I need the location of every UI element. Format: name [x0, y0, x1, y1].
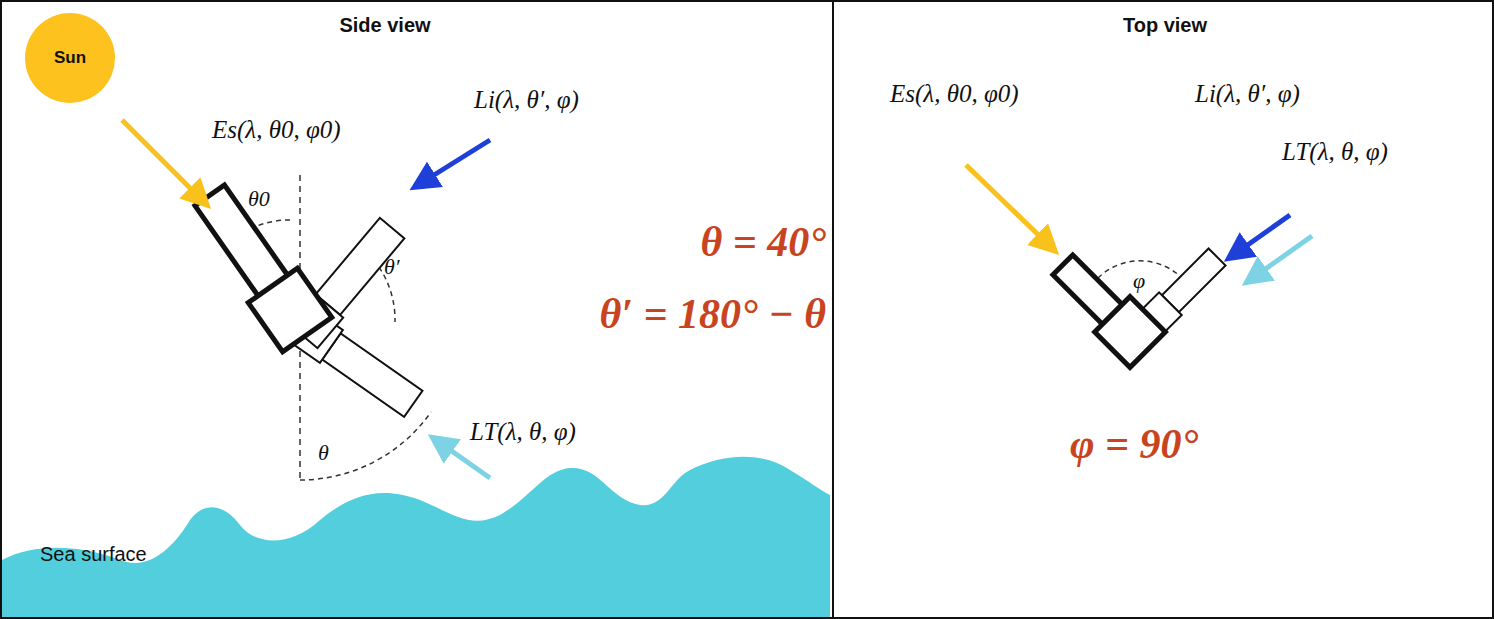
irradiance-sensor — [1045, 247, 1165, 367]
sun-arrow — [122, 120, 204, 202]
angle-formula: θ′ = 180° − θ — [599, 290, 826, 338]
sea-label: Sea surface — [40, 543, 147, 566]
sun-circle: Sun — [25, 13, 115, 103]
water-radiance-label: LT(λ, θ, φ) — [470, 418, 576, 447]
sea-surface — [2, 457, 830, 617]
sky-radiance-label: Li(λ, θ′, φ) — [474, 86, 579, 115]
water-arrow — [1250, 236, 1312, 280]
angle-label: θ — [318, 440, 329, 465]
angle-value: φ = 90° — [1070, 420, 1198, 468]
node-text: Side view — [339, 14, 430, 37]
node-text: Sun — [54, 48, 86, 68]
water-radiance-label: LT(λ, θ, φ) — [1282, 138, 1388, 167]
sky-arrow — [418, 140, 490, 185]
angle-label: φ — [1133, 268, 1145, 293]
angle-label: θ′ — [384, 254, 400, 279]
divider — [832, 0, 834, 619]
sky-radiance-label: Li(λ, θ′, φ) — [1195, 80, 1300, 109]
irradiance-label: Es(λ, θ0, φ0) — [890, 80, 1019, 109]
irradiance-label: Es(λ, θ0, φ0) — [212, 116, 341, 145]
angle-label: θ0 — [248, 186, 270, 211]
irradiance-sensor — [185, 178, 332, 352]
water-arrow — [436, 440, 490, 478]
angle-arc — [300, 412, 431, 480]
angle-value: θ = 40° — [700, 218, 826, 266]
sun-arrow — [966, 165, 1052, 248]
sky-arrow — [1232, 215, 1290, 256]
node-text: Top view — [1123, 14, 1207, 37]
